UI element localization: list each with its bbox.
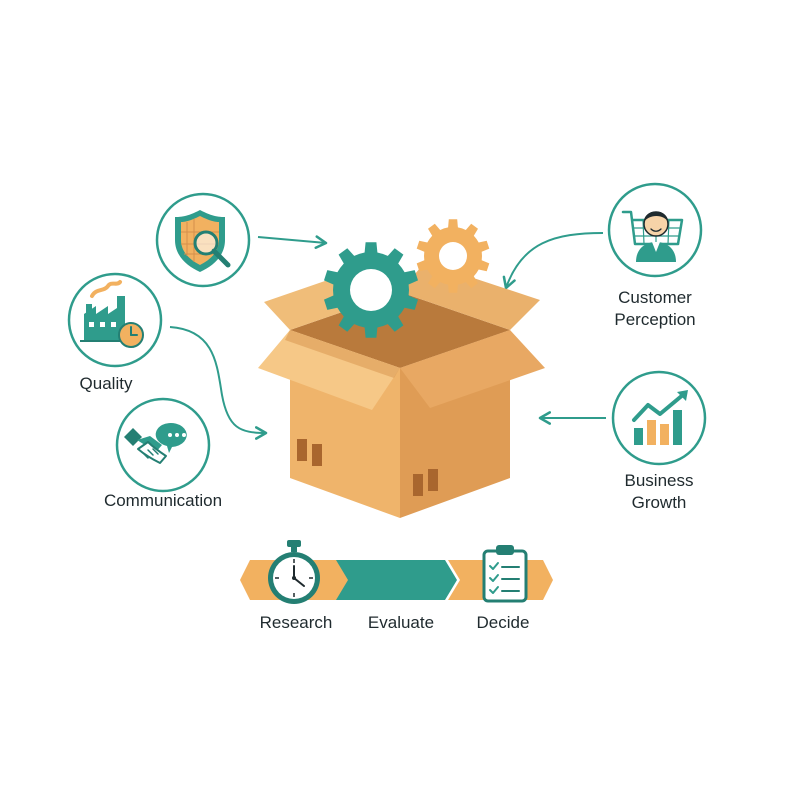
box-vent-right xyxy=(428,469,438,491)
gear-teal-hole xyxy=(350,269,392,311)
arrow-customer-to-gears xyxy=(502,232,604,290)
label-business-line2: Growth xyxy=(631,493,687,512)
connector-arrows xyxy=(169,232,606,440)
process-banner xyxy=(240,540,553,604)
process-segment-evaluate xyxy=(336,560,457,600)
step-label-research: Research xyxy=(259,613,333,632)
label-customer-line1: Customer xyxy=(618,288,692,307)
label-communication: Communication xyxy=(103,491,223,510)
label-quality: Quality xyxy=(79,374,133,393)
box-vent-left xyxy=(297,439,307,461)
stopwatch-icon xyxy=(268,540,320,604)
label-business-line1: Business xyxy=(624,471,694,490)
label-business-growth: Business Growth xyxy=(600,470,718,514)
step-label-decide: Decide xyxy=(476,613,530,632)
factory-clock-icon xyxy=(67,272,163,368)
box-vent-left xyxy=(312,444,322,466)
box-vent-right xyxy=(413,474,423,496)
gear-orange-hole xyxy=(439,242,467,270)
shield-magnifier-icon xyxy=(155,192,251,288)
arrow-factory-to-box xyxy=(169,326,268,440)
label-customer-perception: Customer Perception xyxy=(595,287,715,331)
handshake-chat-icon xyxy=(115,397,211,493)
customer-cart-icon xyxy=(607,182,703,278)
label-customer-line2: Perception xyxy=(614,310,696,329)
gears-icon xyxy=(324,219,490,338)
step-label-evaluate: Evaluate xyxy=(367,613,435,632)
checklist-icon xyxy=(482,545,528,603)
bar-chart-arrow-icon xyxy=(611,370,707,466)
arrow-shield-to-gears xyxy=(257,235,328,249)
